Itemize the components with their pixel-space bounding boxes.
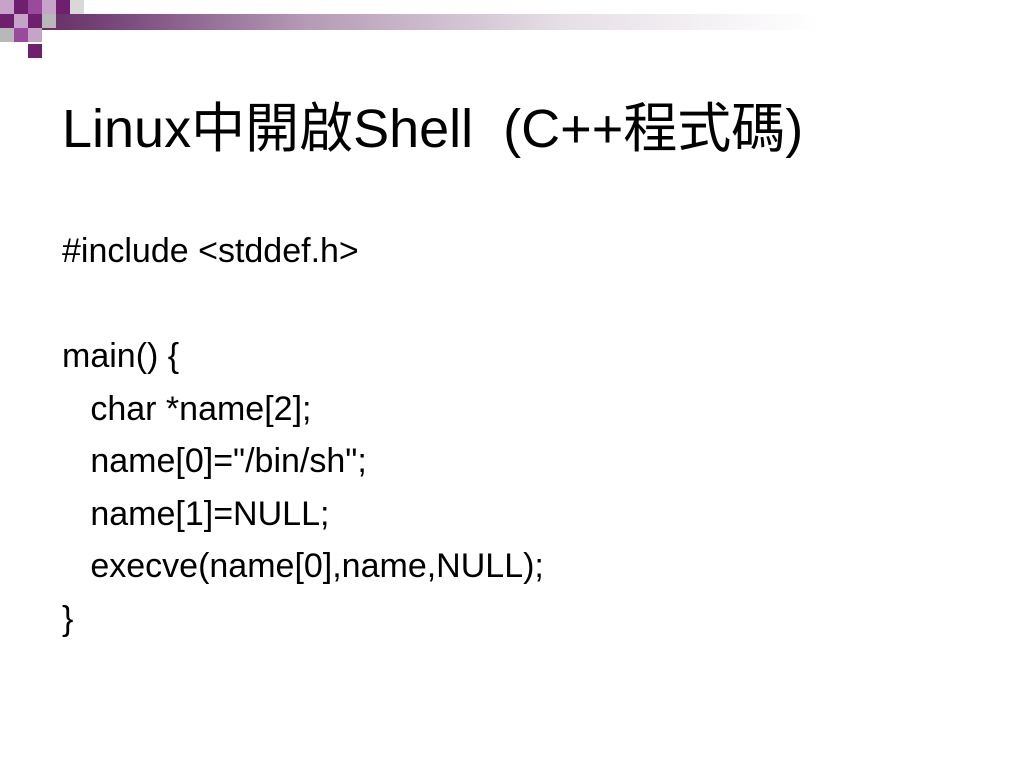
code-line [62,278,544,331]
code-block: #include <stddef.h> main() { char *name[… [62,225,544,645]
top-gradient-band [0,14,1024,30]
decoration-square [0,28,14,42]
code-line: main() { [62,337,180,375]
decoration-square [28,14,42,28]
code-line: name[1]=NULL; [62,494,330,533]
decoration-square [28,44,42,58]
slide-title: Linux中開啟Shell (C++程式碼) [62,99,804,159]
decoration-square [0,0,14,14]
decoration-square [14,0,28,14]
decoration-square [56,0,70,14]
decoration-square [14,28,28,42]
decoration-square [70,0,84,14]
code-line: #include <stddef.h> [62,232,359,270]
decoration-square [42,14,56,28]
decoration-square [28,0,42,14]
decoration-square [0,14,14,28]
decoration-square [14,14,28,28]
code-line: } [62,599,74,638]
code-line: char *name[2]; [62,389,312,428]
decoration-square [28,28,42,42]
decoration-square [42,0,56,14]
code-line: name[0]="/bin/sh"; [62,442,367,480]
code-line: execve(name[0],name,NULL); [62,547,544,585]
